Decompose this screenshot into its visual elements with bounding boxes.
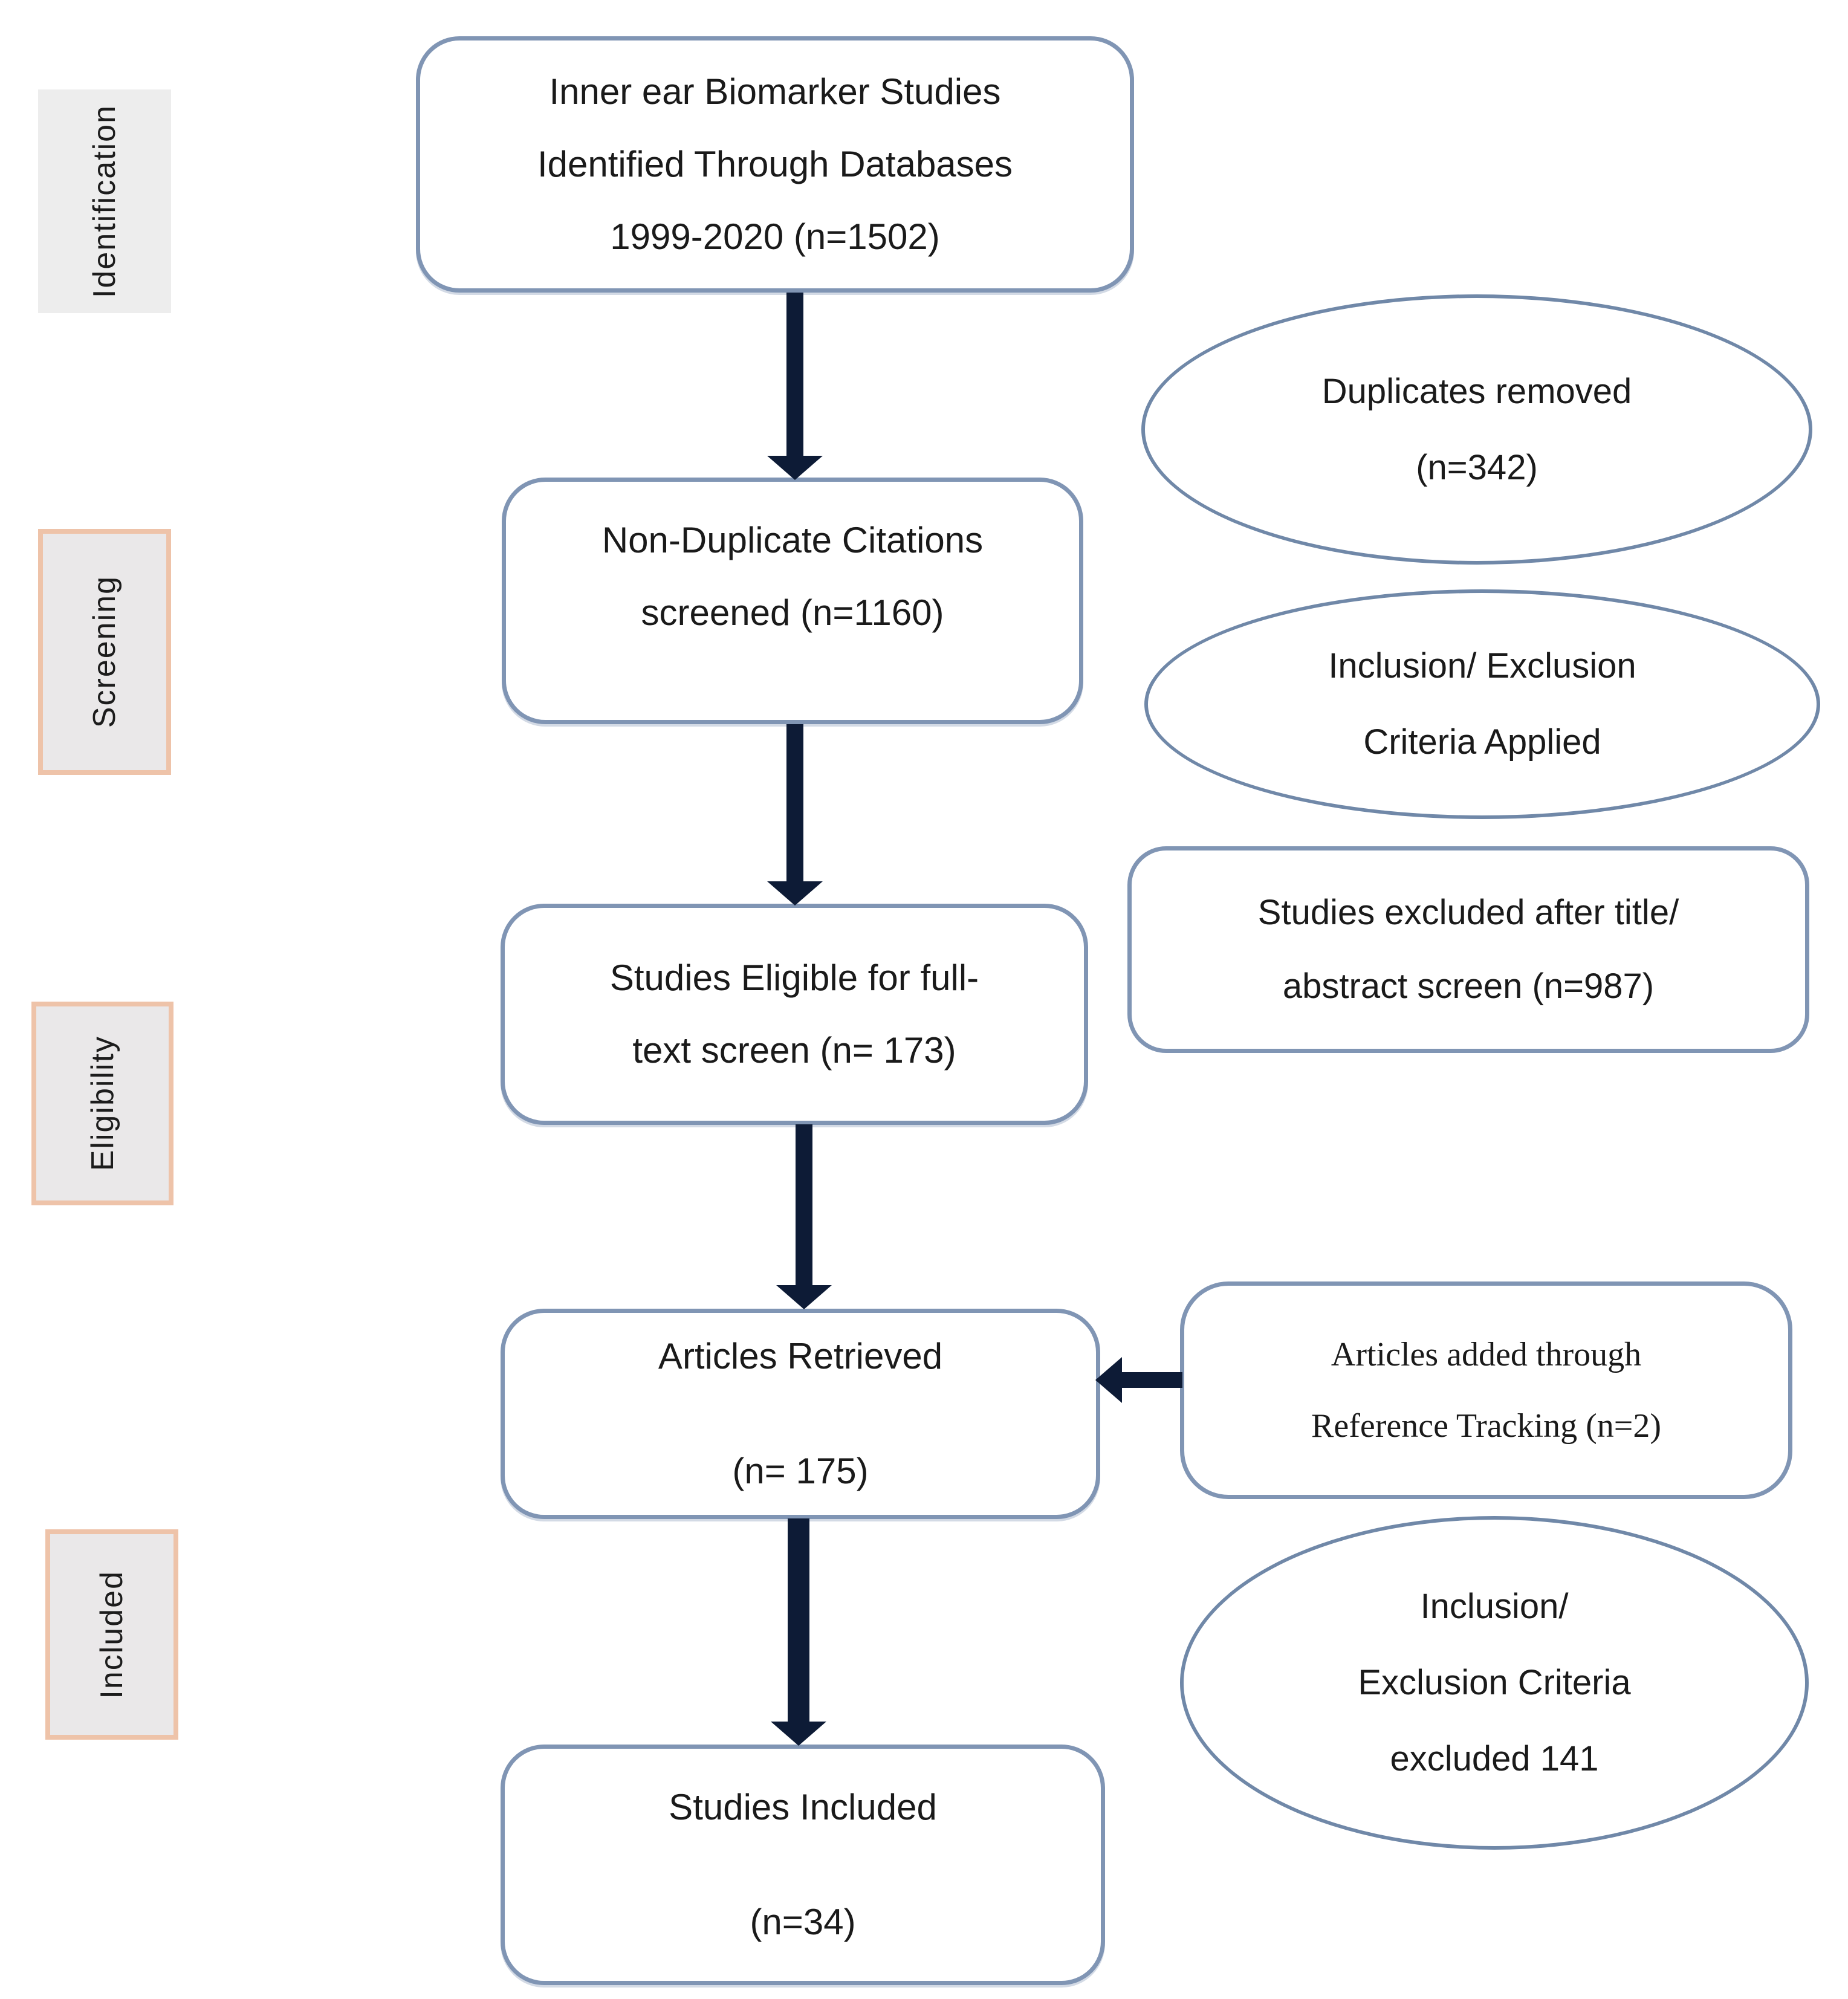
stage-eligibility: Eligibility <box>31 1002 173 1205</box>
flow-box-included-line1: Studies Included <box>669 1787 937 1827</box>
flow-box-identified: Inner ear Biomarker Studies Identified T… <box>416 36 1134 293</box>
duplicates-removed-line2: (n=342) <box>1416 447 1538 487</box>
side-ellipse-criteria-applied: Inclusion/ Exclusion Criteria Applied <box>1144 589 1820 819</box>
flow-box-retrieved-line1: Articles Retrieved <box>658 1336 943 1376</box>
arrow-retrieved-to-included-head-icon <box>771 1722 826 1746</box>
arrow-eligible-to-retrieved-head-icon <box>776 1285 832 1309</box>
criteria-applied-line1: Inclusion/ Exclusion <box>1328 646 1636 685</box>
flow-box-screened: Non-Duplicate Citations screened (n=1160… <box>502 478 1083 724</box>
side-ellipse-duplicates-removed: Duplicates removed (n=342) <box>1141 294 1812 565</box>
flow-box-eligible-line2: text screen (n= 173) <box>632 1030 956 1071</box>
flow-box-included: Studies Included (n=34) <box>501 1745 1105 1985</box>
flow-box-retrieved: Articles Retrieved (n= 175) <box>501 1309 1100 1519</box>
flow-box-identified-line2: Identified Through Databases <box>537 144 1013 184</box>
criteria-excluded-line2: Exclusion Criteria <box>1358 1663 1631 1702</box>
arrow-reference-tracking-to-retrieved-head-icon <box>1095 1357 1122 1403</box>
arrow-retrieved-to-included-shaft <box>788 1518 809 1723</box>
flow-box-retrieved-line2: (n= 175) <box>732 1451 869 1491</box>
criteria-excluded-line1: Inclusion/ <box>1420 1587 1569 1626</box>
side-rect-excluded-title-abstract: Studies excluded after title/ abstract s… <box>1127 846 1809 1053</box>
reference-tracking-line1: Articles added through <box>1331 1336 1642 1373</box>
flow-box-included-line2: (n=34) <box>750 1902 856 1942</box>
flow-box-identified-line3: 1999-2020 (n=1502) <box>610 216 940 257</box>
flow-box-screened-line2: screened (n=1160) <box>641 592 944 633</box>
flow-box-eligible-line1: Studies Eligible for full- <box>609 957 979 998</box>
duplicates-removed-line1: Duplicates removed <box>1321 371 1632 411</box>
criteria-excluded-line3: excluded 141 <box>1390 1739 1599 1778</box>
flow-box-eligible: Studies Eligible for full- text screen (… <box>501 904 1088 1125</box>
stage-screening: Screening <box>38 529 171 775</box>
criteria-applied-line2: Criteria Applied <box>1363 722 1601 762</box>
stage-included: Included <box>45 1529 178 1740</box>
side-ellipse-criteria-excluded: Inclusion/ Exclusion Criteria excluded 1… <box>1180 1516 1809 1850</box>
arrow-reference-tracking-to-retrieved-shaft <box>1121 1372 1182 1388</box>
arrow-eligible-to-retrieved-shaft <box>796 1124 812 1286</box>
arrow-screened-to-eligible-head-icon <box>767 881 823 906</box>
stage-identification: Identification <box>38 89 171 313</box>
stage-identification-label: Identification <box>87 105 122 298</box>
arrow-screened-to-eligible-shaft <box>786 724 803 883</box>
stage-included-label: Included <box>94 1570 129 1699</box>
arrow-identified-to-screened-shaft <box>786 293 803 457</box>
side-rect-reference-tracking: Articles added through Reference Trackin… <box>1180 1281 1792 1499</box>
stage-eligibility-label: Eligibility <box>85 1035 120 1171</box>
stage-screening-label: Screening <box>87 575 122 728</box>
reference-tracking-line2: Reference Tracking (n=2) <box>1311 1407 1661 1445</box>
excluded-title-abstract-line2: abstract screen (n=987) <box>1282 967 1655 1006</box>
flow-box-screened-line1: Non-Duplicate Citations <box>601 520 984 560</box>
excluded-title-abstract-line1: Studies excluded after title/ <box>1257 893 1679 932</box>
arrow-identified-to-screened-head-icon <box>767 456 823 480</box>
flow-box-identified-line1: Inner ear Biomarker Studies <box>549 71 1001 112</box>
